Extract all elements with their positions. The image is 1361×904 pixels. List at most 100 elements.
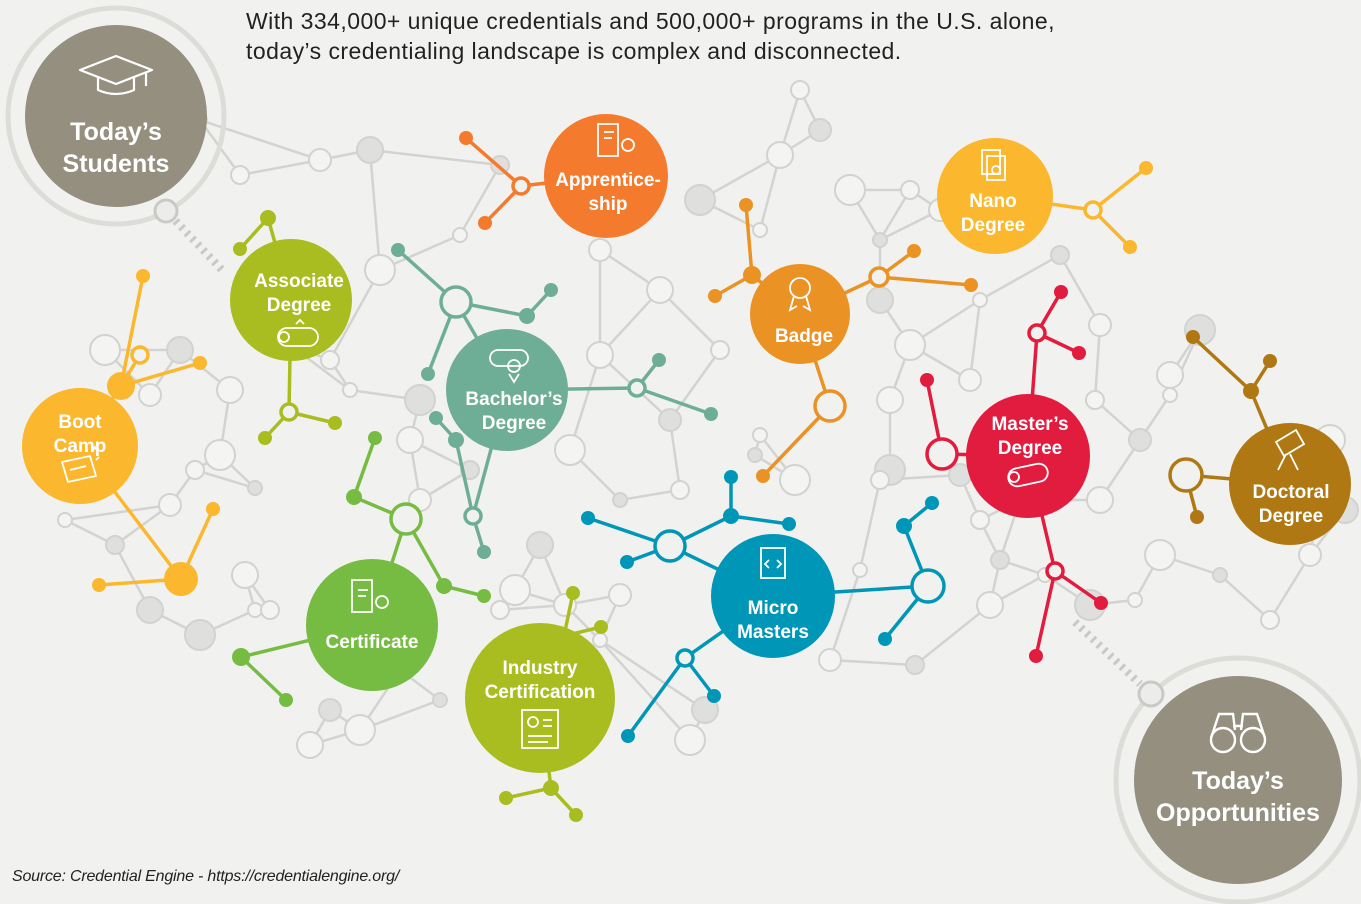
network-node xyxy=(204,439,236,471)
network-node xyxy=(308,148,332,172)
bachelors-degree-label-2: Degree xyxy=(482,413,546,434)
diploma-ribbon-icon xyxy=(489,349,529,384)
credential-spoke xyxy=(730,514,790,526)
network-link xyxy=(914,604,991,666)
credential-spoke-node xyxy=(499,791,513,805)
network-node xyxy=(905,655,925,675)
network-node xyxy=(876,386,904,414)
nano-degree-node: Nano Degree xyxy=(937,138,1053,254)
doctoral-degree-label-1: Doctoral xyxy=(1252,482,1329,503)
network-node xyxy=(684,184,716,216)
network-node xyxy=(808,118,832,142)
network-node xyxy=(1128,428,1152,452)
credential-spoke-node xyxy=(130,345,150,365)
diploma-ribbon-icon xyxy=(277,318,319,347)
network-link xyxy=(828,569,862,661)
network-node xyxy=(404,384,436,416)
network-node xyxy=(976,591,1004,619)
network-node xyxy=(230,165,250,185)
masters-degree-label-2: Degree xyxy=(998,438,1062,459)
network-node xyxy=(342,382,358,398)
credential-spoke-node xyxy=(920,373,934,387)
industry-certification-label-1: Industry xyxy=(503,658,578,679)
credential-spoke-node xyxy=(925,496,939,510)
network-node xyxy=(432,692,448,708)
credential-spoke-node xyxy=(868,266,890,288)
credential-spoke-node xyxy=(782,517,796,531)
credential-spoke-node xyxy=(627,378,647,398)
certificate-scroll-icon xyxy=(597,123,635,157)
nano-degree-label-2: Degree xyxy=(961,215,1025,236)
network-node xyxy=(894,329,926,361)
credential-spoke-node xyxy=(708,289,722,303)
network-node xyxy=(970,510,990,530)
credential-spoke-node xyxy=(463,506,483,526)
network-node xyxy=(852,562,868,578)
credential-spoke-node xyxy=(1072,346,1086,360)
credential-spoke-node xyxy=(258,431,272,445)
map-scroll-icon xyxy=(60,445,100,484)
network-node xyxy=(1050,245,1070,265)
network-node xyxy=(990,550,1010,570)
credential-spoke xyxy=(1091,166,1148,212)
network-link xyxy=(199,118,321,162)
network-node xyxy=(670,480,690,500)
network-node xyxy=(344,714,376,746)
credential-spoke-node xyxy=(1045,561,1065,581)
credential-spoke-node xyxy=(328,416,342,430)
credential-spoke-node xyxy=(1083,200,1103,220)
network-node xyxy=(646,276,674,304)
network-node xyxy=(586,341,614,369)
network-node xyxy=(872,232,888,248)
network-link xyxy=(599,639,691,741)
masters-degree-node: Master’s Degree xyxy=(966,394,1090,518)
network-node xyxy=(752,427,768,443)
network-node xyxy=(1156,361,1184,389)
credential-spoke-node xyxy=(391,243,405,257)
network-node xyxy=(247,480,263,496)
students-label-2: Students xyxy=(63,150,170,178)
credential-spoke-node xyxy=(477,589,491,603)
header: With 334,000+ unique credentials and 500… xyxy=(246,6,1326,66)
credential-spoke-node xyxy=(704,407,718,421)
network-node xyxy=(158,493,182,517)
credential-spoke-node xyxy=(653,529,687,563)
network-node xyxy=(364,254,396,286)
opportunities-label-1: Today’s xyxy=(1192,767,1284,795)
network-node xyxy=(674,724,706,756)
network-node xyxy=(231,561,259,589)
credential-spoke xyxy=(239,655,288,702)
diploma-ribbon-icon xyxy=(1007,462,1049,488)
credential-spoke-node xyxy=(1094,596,1108,610)
credential-spoke-node xyxy=(544,283,558,297)
credential-spoke xyxy=(464,136,523,188)
students-node: Today’s Students xyxy=(5,5,227,227)
network-node xyxy=(1127,592,1143,608)
credential-spoke-node xyxy=(581,511,595,525)
certificate-scroll-icon xyxy=(351,579,389,613)
network-node xyxy=(1144,539,1176,571)
network-node xyxy=(1086,486,1114,514)
network-link xyxy=(1219,574,1271,621)
document-stack-icon xyxy=(981,149,1006,181)
credential-spoke-node xyxy=(543,780,559,796)
network-node xyxy=(260,600,280,620)
network-node xyxy=(790,80,810,100)
network-node xyxy=(972,292,988,308)
doctoral-degree-label-2: Degree xyxy=(1259,506,1323,527)
network-link xyxy=(829,658,916,667)
award-badge-icon xyxy=(788,277,812,312)
associate-degree-label-1: Associate xyxy=(254,271,344,292)
credential-spoke-node xyxy=(569,808,583,822)
credential-spoke-node xyxy=(448,432,464,448)
credential-spoke-node xyxy=(1243,383,1259,399)
credential-spoke-node xyxy=(136,269,150,283)
source-text: Credential Engine - https://credentialen… xyxy=(65,868,400,885)
network-node xyxy=(1085,390,1105,410)
network-link xyxy=(239,158,321,177)
credential-spoke-node xyxy=(878,632,892,646)
network-link xyxy=(1058,254,1102,326)
network-node xyxy=(247,602,263,618)
apprenticeship-label-1: Apprentice- xyxy=(555,170,661,191)
network-node xyxy=(296,731,324,759)
